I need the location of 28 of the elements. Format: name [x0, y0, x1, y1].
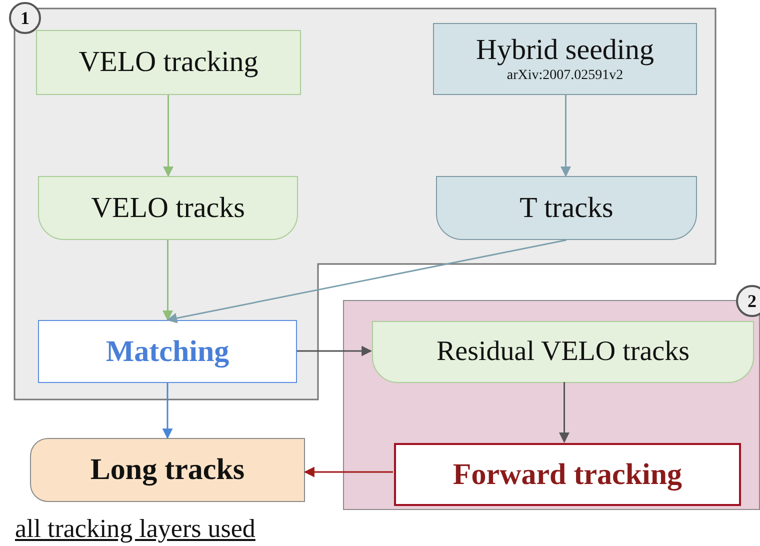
box-label: Forward tracking: [452, 460, 682, 490]
arrow: [162, 383, 173, 440]
box-caption: all tracking layers used: [15, 516, 256, 542]
data-box: [372, 321, 754, 383]
arrow: [166, 239, 567, 324]
arrow: [304, 466, 393, 478]
arrow: [163, 95, 174, 178]
box-label: T tracks: [520, 194, 614, 222]
box-label: VELO tracks: [91, 194, 245, 222]
box-label: Residual VELO tracks: [436, 338, 690, 366]
box-label: Matching: [106, 336, 230, 366]
process-box: [394, 443, 741, 506]
data-box: [30, 438, 305, 502]
step-number-badge: 2: [736, 285, 760, 317]
box-label: Hybrid seeding: [476, 36, 654, 64]
process-box: [38, 320, 297, 383]
reference-label: arXiv:2007.02591v2: [506, 68, 624, 82]
data-box: [38, 176, 298, 240]
step-number-badge: 1: [9, 2, 41, 34]
process-box: [433, 23, 697, 95]
process-box: [36, 30, 301, 95]
arrow: [559, 382, 570, 444]
box-label: VELO tracking: [78, 48, 258, 77]
arrow: [560, 95, 571, 178]
arrow: [162, 240, 173, 322]
arrow: [297, 346, 372, 356]
box-label: Long tracks: [90, 455, 245, 485]
data-box: [436, 176, 697, 240]
